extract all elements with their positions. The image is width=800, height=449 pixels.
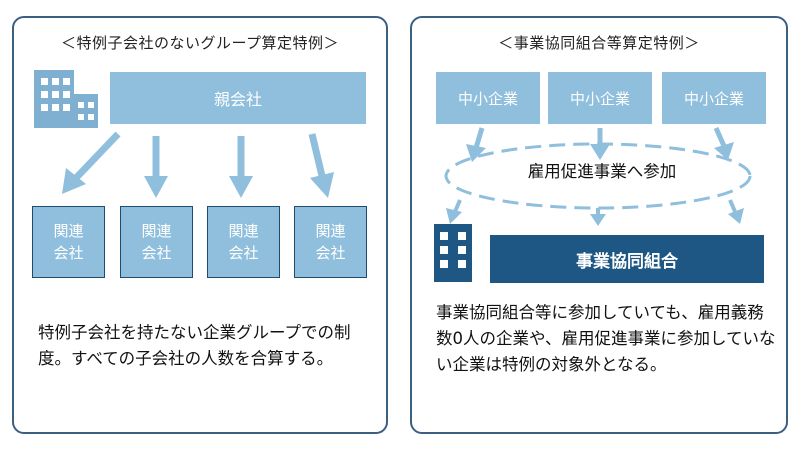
ellipse-arrows <box>446 199 744 226</box>
related-company-label: 関連 会社 <box>141 222 172 262</box>
participation-ellipse <box>444 142 752 210</box>
sme-box: 中小企業 <box>436 72 540 124</box>
building-icon <box>434 224 472 282</box>
right-description: 事業協同組合等に参加していても、雇用義務数0人の企業や、雇用促進事業に参加してい… <box>436 303 776 374</box>
right-panel: ＜事業協同組合等算定特例＞ <box>410 16 788 434</box>
building-icon <box>34 70 98 128</box>
related-company-label: 関連 会社 <box>53 222 84 262</box>
related-company-box: 関連 会社 <box>32 206 105 278</box>
right-panel-title: ＜事業協同組合等算定特例＞ <box>498 34 700 52</box>
related-company-box: 関連 会社 <box>294 206 367 278</box>
sme-box: 中小企業 <box>548 72 652 124</box>
related-company-label: 関連 会社 <box>228 222 259 262</box>
cooperative-box: 事業協同組合 <box>490 235 764 283</box>
related-company-box: 関連 会社 <box>207 206 280 278</box>
related-company-box: 関連 会社 <box>120 206 193 278</box>
sme-box: 中小企業 <box>662 72 766 124</box>
participation-label: 雇用促進事業へ参加 <box>527 162 677 181</box>
left-panel-title: ＜特例子会社のないグループ算定特例＞ <box>60 34 340 52</box>
left-panel: ＜特例子会社のないグループ算定特例＞ 親会社 関連 会社 <box>12 16 388 434</box>
right-diagram-graphics <box>434 126 752 282</box>
left-arrows <box>62 131 334 198</box>
left-diagram-graphics <box>34 70 334 198</box>
left-description: 特例子会社を持たない企業グループでの制度。すべての子会社の人数を合算する。 <box>38 323 351 368</box>
sme-arrows <box>466 126 734 162</box>
parent-company-box: 親会社 <box>110 72 366 124</box>
related-company-label: 関連 会社 <box>315 222 346 262</box>
